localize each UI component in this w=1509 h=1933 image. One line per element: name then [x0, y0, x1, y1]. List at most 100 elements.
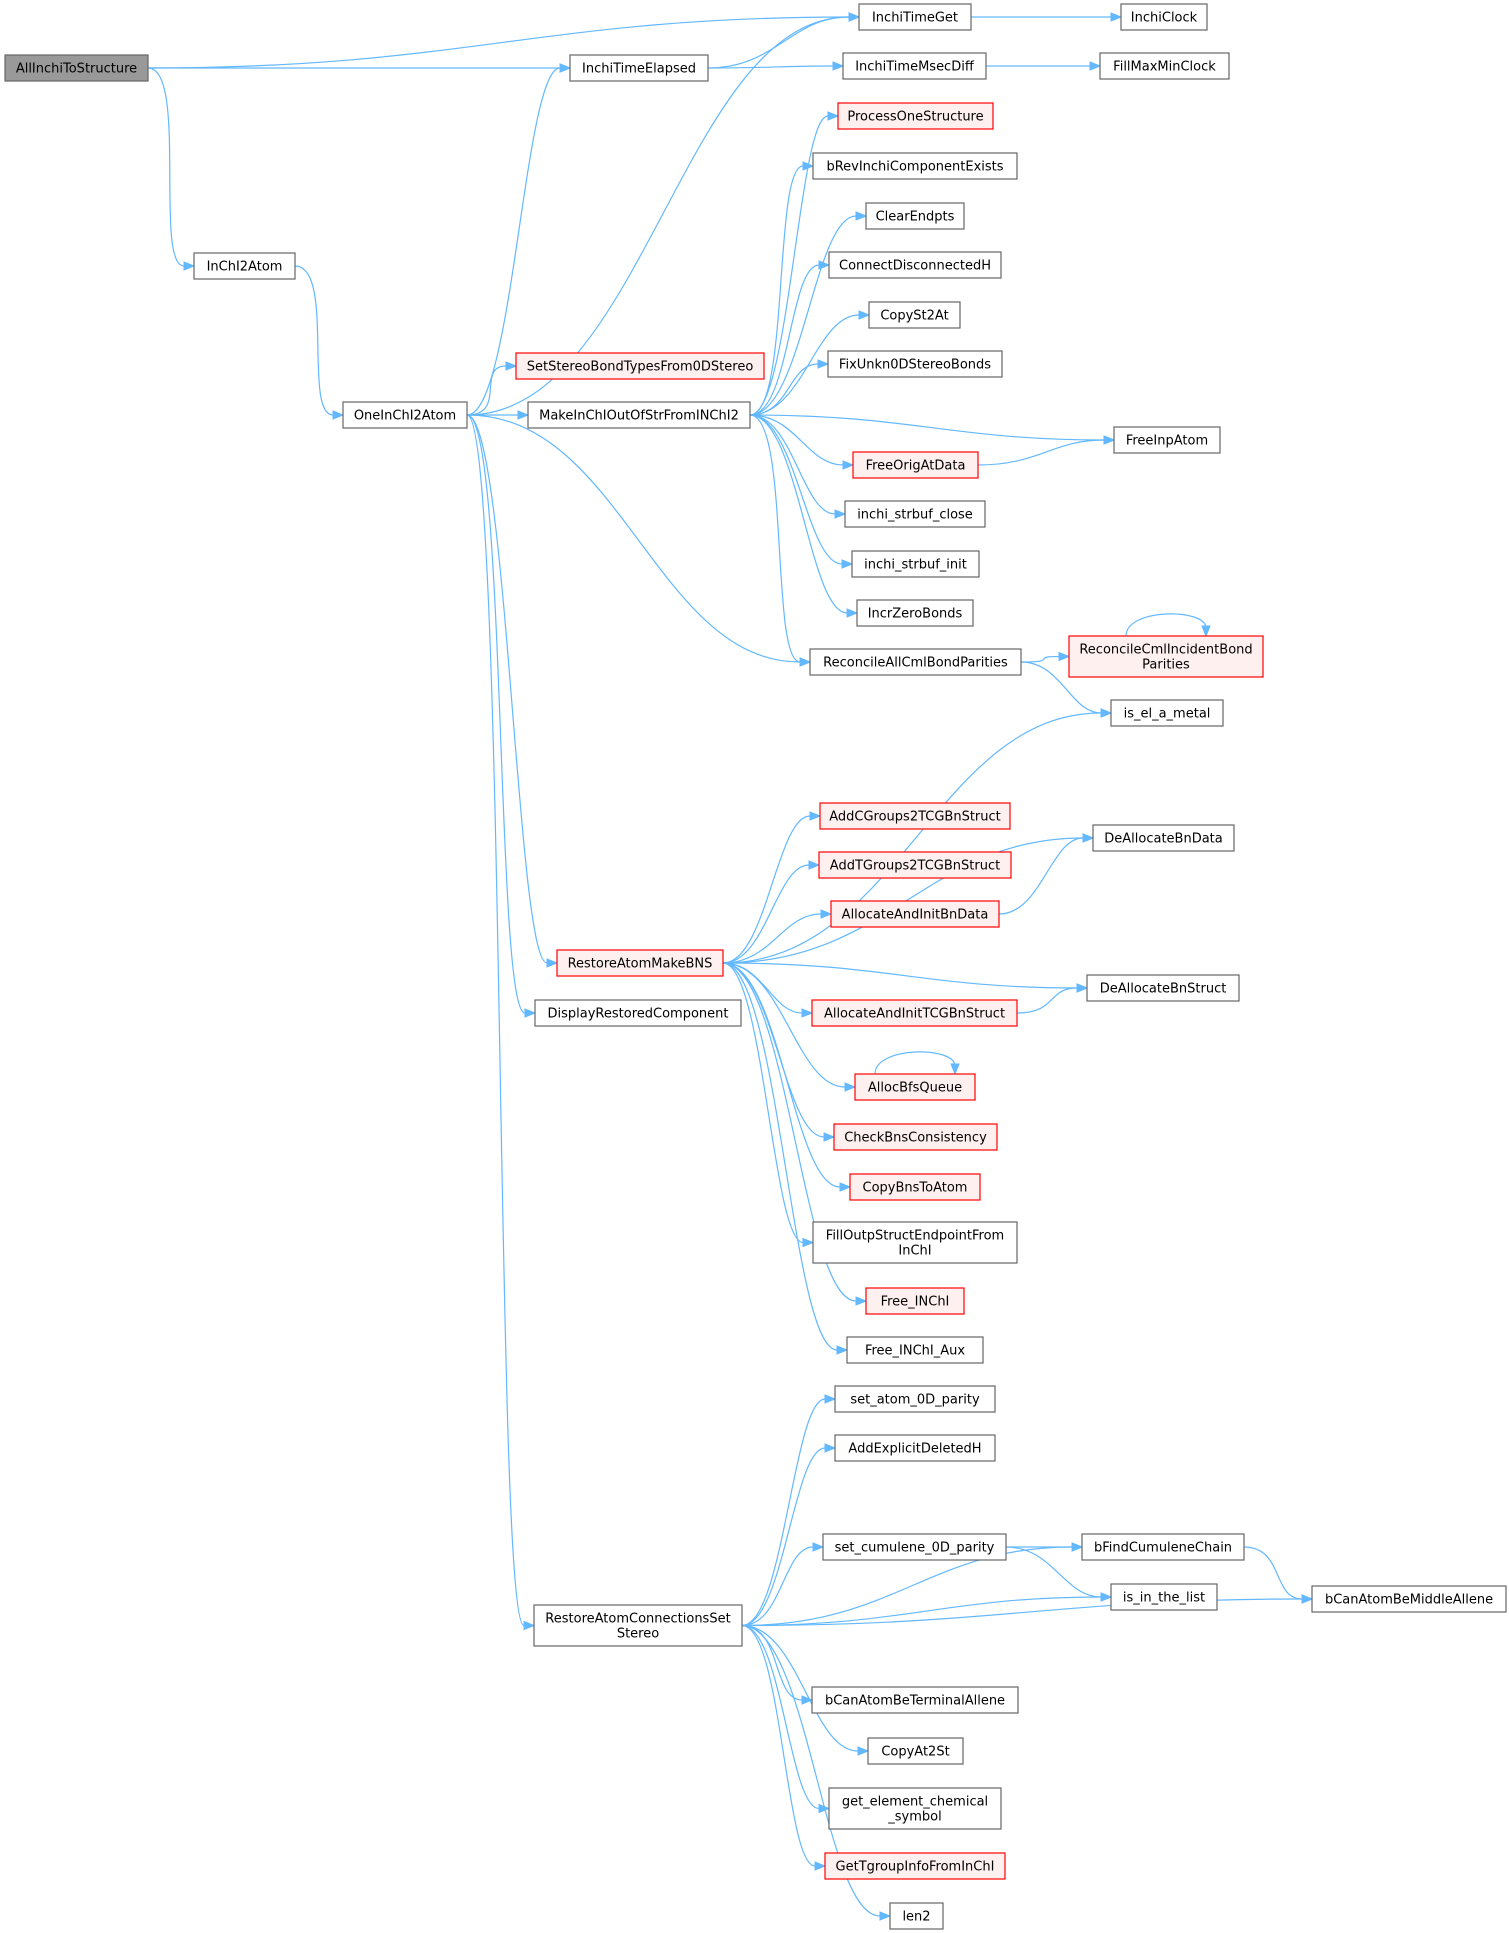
node-len2[interactable]: len2: [889, 1902, 944, 1930]
node-box[interactable]: [1092, 824, 1235, 852]
node-CheckBnsConsistency[interactable]: CheckBnsConsistency: [833, 1123, 998, 1151]
node-AllInchiToStructure[interactable]: AllInchiToStructure: [4, 54, 149, 82]
node-set_atom_0D_parity[interactable]: set_atom_0D_parity: [834, 1385, 996, 1413]
node-box[interactable]: [527, 401, 751, 429]
node-AddTGroups2TCGBnStruct[interactable]: AddTGroups2TCGBnStruct: [818, 851, 1012, 879]
node-box[interactable]: [1311, 1585, 1507, 1613]
node-SetStereoBondTypesFrom0DStereo[interactable]: SetStereoBondTypesFrom0DStereo: [515, 352, 765, 380]
node-GetTgroupInfoFromInChI[interactable]: GetTgroupInfoFromInChI: [824, 1852, 1006, 1880]
node-box[interactable]: [854, 1073, 976, 1101]
node-box[interactable]: [812, 1221, 1018, 1264]
node-box[interactable]: [819, 802, 1011, 830]
node-box[interactable]: [1068, 635, 1264, 678]
node-box[interactable]: [1081, 1533, 1245, 1561]
node-InchiTimeGet[interactable]: InchiTimeGet: [858, 3, 972, 31]
node-box[interactable]: [868, 301, 961, 329]
node-box[interactable]: [865, 202, 965, 230]
node-box[interactable]: [865, 1287, 965, 1315]
node-box[interactable]: [858, 3, 972, 31]
node-AllocateAndInitTCGBnStruct[interactable]: AllocateAndInitTCGBnStruct: [811, 999, 1018, 1027]
node-box[interactable]: [846, 1336, 984, 1364]
node-CopySt2At[interactable]: CopySt2At: [868, 301, 961, 329]
node-box[interactable]: [844, 500, 986, 528]
node-box[interactable]: [812, 152, 1018, 180]
node-InchiTimeMsecDiff[interactable]: InchiTimeMsecDiff: [842, 52, 987, 80]
node-bCanAtomBeTerminalAllene[interactable]: bCanAtomBeTerminalAllene: [811, 1686, 1019, 1714]
node-AllocateAndInitBnData[interactable]: AllocateAndInitBnData: [830, 900, 1000, 928]
node-DeAllocateBnData[interactable]: DeAllocateBnData: [1092, 824, 1235, 852]
node-bFindCumuleneChain[interactable]: bFindCumuleneChain: [1081, 1533, 1245, 1561]
node-FreeInpAtom[interactable]: FreeInpAtom: [1113, 426, 1221, 454]
node-box[interactable]: [842, 52, 987, 80]
node-box[interactable]: [824, 1852, 1006, 1880]
node-is_el_a_metal[interactable]: is_el_a_metal: [1110, 699, 1224, 727]
node-box[interactable]: [342, 401, 468, 429]
node-box[interactable]: [811, 1686, 1019, 1714]
node-InchiTimeElapsed[interactable]: InchiTimeElapsed: [569, 54, 709, 82]
node-box[interactable]: [856, 599, 974, 627]
node-box[interactable]: [515, 352, 765, 380]
node-box[interactable]: [556, 949, 724, 977]
node-AddExplicitDeletedH[interactable]: AddExplicitDeletedH: [834, 1434, 996, 1462]
node-DisplayRestoredComponent[interactable]: DisplayRestoredComponent: [534, 999, 742, 1027]
node-box[interactable]: [811, 999, 1018, 1027]
node-box[interactable]: [833, 1123, 998, 1151]
node-box[interactable]: [822, 1533, 1007, 1561]
node-ClearEndpts[interactable]: ClearEndpts: [865, 202, 965, 230]
node-FillMaxMinClock[interactable]: FillMaxMinClock: [1099, 52, 1230, 80]
node-box[interactable]: [851, 550, 980, 578]
node-box[interactable]: [828, 251, 1002, 279]
node-box[interactable]: [1113, 426, 1221, 454]
node-box[interactable]: [837, 102, 994, 130]
node-CopyAt2St[interactable]: CopyAt2St: [867, 1737, 964, 1765]
node-bCanAtomBeMiddleAllene[interactable]: bCanAtomBeMiddleAllene: [1311, 1585, 1507, 1613]
node-box[interactable]: [867, 1737, 964, 1765]
node-box[interactable]: [1086, 974, 1240, 1002]
node-ReconcileAllCmlBondParities[interactable]: ReconcileAllCmlBondParities: [809, 648, 1022, 676]
node-box[interactable]: [818, 851, 1012, 879]
node-CopyBnsToAtom[interactable]: CopyBnsToAtom: [849, 1173, 981, 1201]
node-FreeOrigAtData[interactable]: FreeOrigAtData: [852, 451, 979, 479]
node-box[interactable]: [889, 1902, 944, 1930]
node-get_element_chemical_symbol[interactable]: get_element_chemical_symbol: [828, 1787, 1002, 1830]
node-box[interactable]: [1110, 699, 1224, 727]
node-MakeInChIOutOfStrFromINChI2[interactable]: MakeInChIOutOfStrFromINChI2: [527, 401, 751, 429]
node-box[interactable]: [1120, 3, 1208, 31]
node-AddCGroups2TCGBnStruct[interactable]: AddCGroups2TCGBnStruct: [819, 802, 1011, 830]
node-box[interactable]: [809, 648, 1022, 676]
node-box[interactable]: [569, 54, 709, 82]
node-Free_INChI_Aux[interactable]: Free_INChI_Aux: [846, 1336, 984, 1364]
node-box[interactable]: [828, 1787, 1002, 1830]
node-ConnectDisconnectedH[interactable]: ConnectDisconnectedH: [828, 251, 1002, 279]
node-box[interactable]: [4, 54, 149, 82]
node-inchi_strbuf_close[interactable]: inchi_strbuf_close: [844, 500, 986, 528]
node-FixUnkn0DStereoBonds[interactable]: FixUnkn0DStereoBonds: [827, 350, 1003, 378]
node-box[interactable]: [534, 999, 742, 1027]
node-is_in_the_list[interactable]: is_in_the_list: [1110, 1583, 1218, 1611]
node-InchiClock[interactable]: InchiClock: [1120, 3, 1208, 31]
node-DeAllocateBnStruct[interactable]: DeAllocateBnStruct: [1086, 974, 1240, 1002]
node-AllocBfsQueue[interactable]: AllocBfsQueue: [854, 1073, 976, 1101]
node-Free_INChI[interactable]: Free_INChI: [865, 1287, 965, 1315]
node-InChI2Atom[interactable]: InChI2Atom: [193, 252, 296, 280]
node-bRevInchiComponentExists[interactable]: bRevInchiComponentExists: [812, 152, 1018, 180]
node-box[interactable]: [834, 1434, 996, 1462]
node-box[interactable]: [830, 900, 1000, 928]
node-box[interactable]: [1099, 52, 1230, 80]
node-box[interactable]: [852, 451, 979, 479]
node-ProcessOneStructure[interactable]: ProcessOneStructure: [837, 102, 994, 130]
node-inchi_strbuf_init[interactable]: inchi_strbuf_init: [851, 550, 980, 578]
node-box[interactable]: [834, 1385, 996, 1413]
node-RestoreAtomMakeBNS[interactable]: RestoreAtomMakeBNS: [556, 949, 724, 977]
node-set_cumulene_0D_parity[interactable]: set_cumulene_0D_parity: [822, 1533, 1007, 1561]
node-box[interactable]: [849, 1173, 981, 1201]
node-box[interactable]: [1110, 1583, 1218, 1611]
node-box[interactable]: [193, 252, 296, 280]
node-box[interactable]: [827, 350, 1003, 378]
node-box[interactable]: [533, 1604, 743, 1647]
node-IncrZeroBonds[interactable]: IncrZeroBonds: [856, 599, 974, 627]
node-OneInChI2Atom[interactable]: OneInChI2Atom: [342, 401, 468, 429]
